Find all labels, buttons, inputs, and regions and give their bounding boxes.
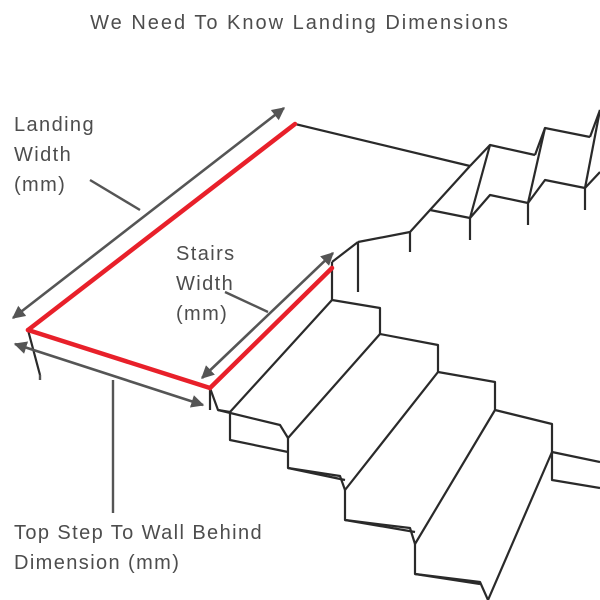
top-step-wall-arrow [13,341,205,408]
landing-width-arrow [11,106,286,320]
lower-flight [208,241,600,600]
dimension-arrows [11,106,334,408]
leader-lines [38,178,269,513]
top-step-wall-edge [25,327,213,391]
upper-flight [356,109,600,292]
stairs-width-label: Stairs Width (mm) [176,243,236,325]
stairs-width-arrow [201,252,334,379]
landing-width-leader [89,178,141,212]
stairs-width-leader [224,290,269,314]
landing-width-label: Landing Width (mm) [14,114,95,196]
top-step-to-wall-label: Top Step To Wall Behind Dimension (mm) [14,522,263,574]
diagram-title: We Need To Know Landing Dimensions [90,12,510,34]
